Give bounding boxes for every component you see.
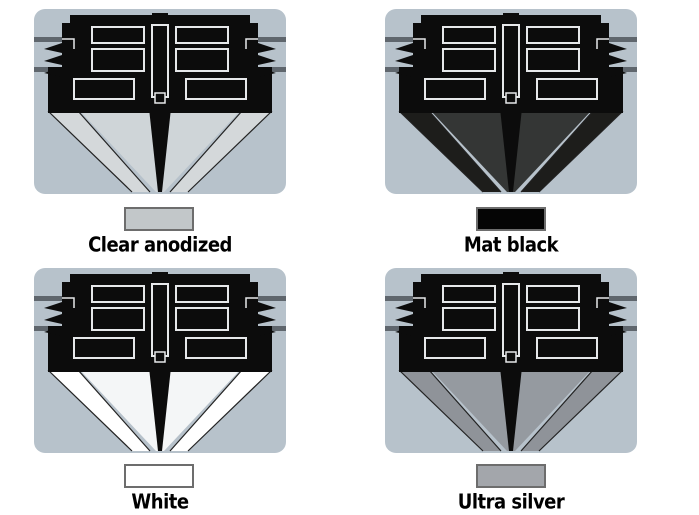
finish-label: Clear anodized xyxy=(88,233,232,258)
color-swatch xyxy=(124,464,194,488)
finish-panel-ultra-silver xyxy=(385,268,637,453)
profile-illustration xyxy=(385,9,637,194)
color-swatch xyxy=(124,207,194,231)
finish-label: Mat black xyxy=(463,233,559,258)
finish-panel-white xyxy=(34,268,286,453)
finish-panel-clear-anodized xyxy=(34,9,286,194)
finish-label: White xyxy=(131,490,189,515)
profile-illustration xyxy=(34,268,286,453)
profile-illustration xyxy=(385,268,637,453)
finish-panel-mat-black xyxy=(385,9,637,194)
color-swatch xyxy=(476,207,546,231)
color-swatch xyxy=(476,464,546,488)
finish-label: Ultra silver xyxy=(457,490,565,515)
profile-illustration xyxy=(34,9,286,194)
